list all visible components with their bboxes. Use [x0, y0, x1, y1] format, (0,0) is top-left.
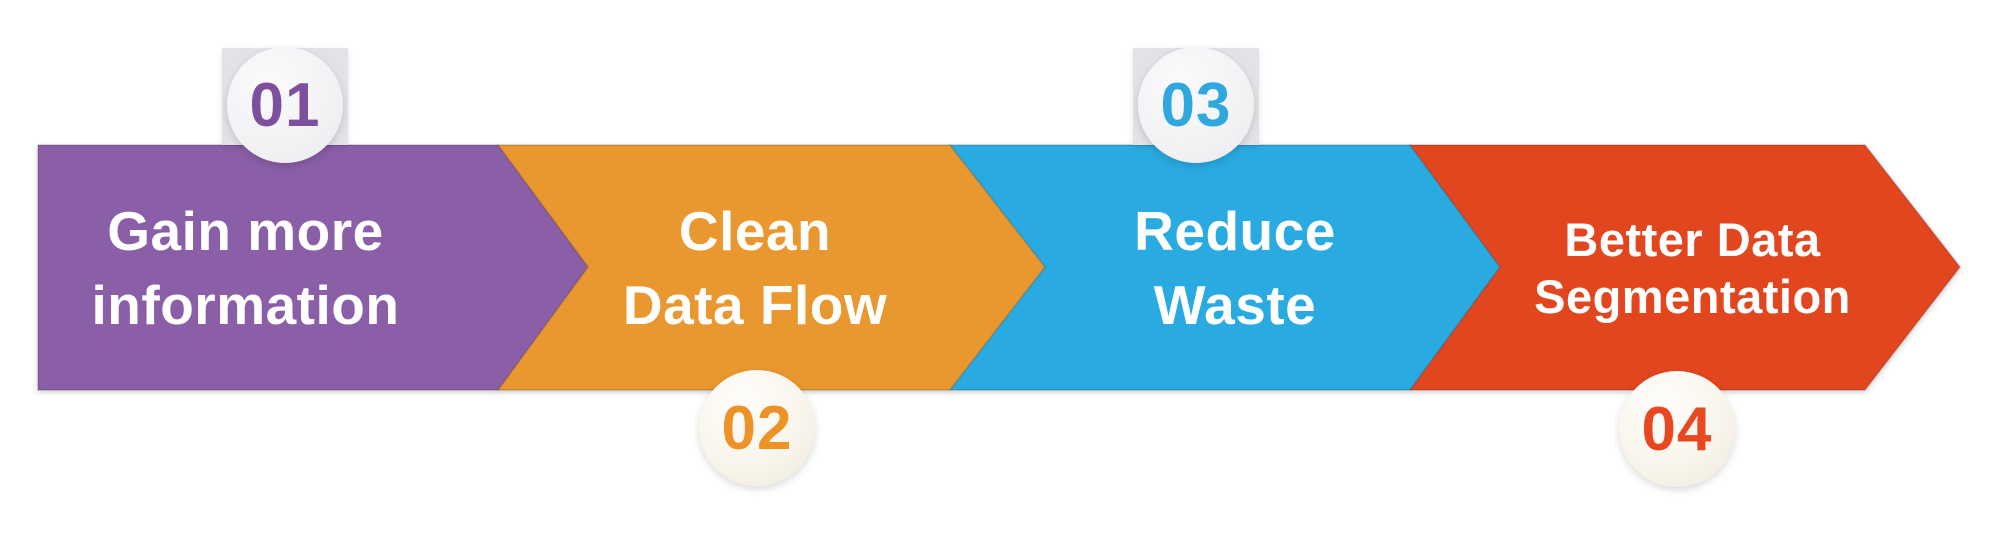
step-4-label-line2: Segmentation	[1534, 269, 1851, 323]
step-4-badge: 04	[1619, 371, 1735, 487]
step-2-label-line1: Clean	[678, 199, 832, 262]
step-3-label: Reduce Waste	[1040, 145, 1430, 390]
step-4-label: Better Data Segmentation	[1495, 145, 1890, 390]
step-4-badge-number: 04	[1641, 394, 1713, 464]
step-3-label-line1: Reduce	[1134, 199, 1336, 262]
step-2-badge-number: 02	[721, 393, 793, 463]
arrow-step-1	[37, 144, 590, 391]
step-3-badge-number: 03	[1160, 70, 1232, 140]
step-2-label: Clean Data Flow	[560, 145, 950, 390]
step-3-label-line2: Waste	[1153, 273, 1317, 336]
step-4-label-line1: Better Data	[1564, 212, 1821, 266]
step-1-badge: 01	[227, 47, 343, 163]
step-2-label-line2: Data Flow	[622, 273, 888, 336]
step-1-label-line1: Gain more	[107, 199, 384, 262]
step-1-badge-number: 01	[249, 70, 321, 140]
step-3-badge: 03	[1138, 47, 1254, 163]
step-1-label: Gain more information	[38, 145, 453, 390]
step-2-badge: 02	[699, 370, 815, 486]
step-1-label-line2: information	[91, 273, 400, 336]
